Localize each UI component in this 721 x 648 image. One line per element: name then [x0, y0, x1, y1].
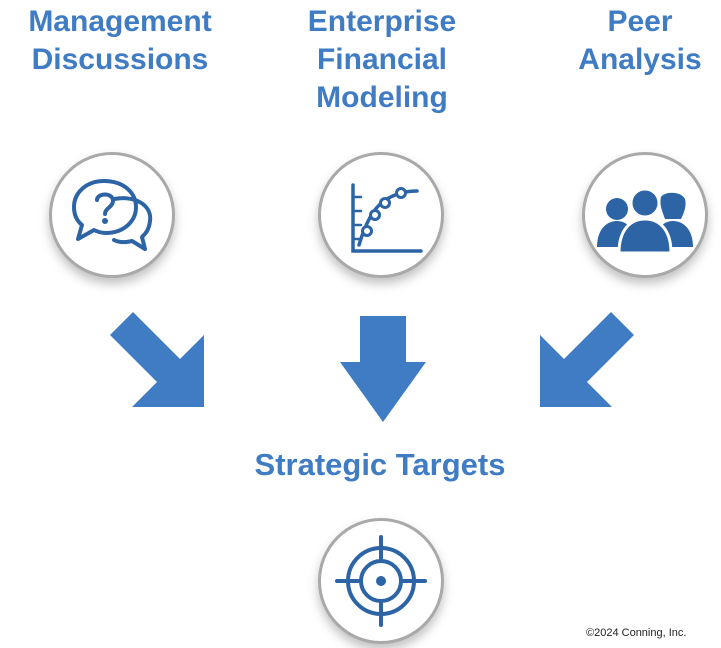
peer-analysis-icon-circle	[582, 152, 708, 278]
management-discussions-heading: Management Discussions	[0, 3, 240, 79]
curve-chart-icon	[351, 183, 423, 253]
heading-line: Modeling	[316, 81, 448, 114]
arrow-down-right-icon	[110, 312, 210, 412]
heading-line: Peer	[607, 5, 673, 38]
heading-line: Management	[28, 5, 212, 38]
heading-line: Enterprise	[307, 5, 457, 38]
enterprise-financial-modeling-heading: Enterprise Financial Modeling	[262, 3, 502, 117]
strategic-targets-icon-circle	[318, 518, 444, 644]
management-discussions-icon-circle	[49, 152, 175, 278]
heading-line: Analysis	[578, 43, 702, 76]
heading-line: Financial	[316, 43, 448, 76]
copyright-text: ©2024 Conning, Inc.	[586, 627, 687, 639]
heading-line: Discussions	[31, 43, 209, 76]
arrow-down-icon	[338, 316, 428, 424]
speech-bubbles-question-icon	[72, 179, 153, 251]
strategic-targets-heading: Strategic Targets	[254, 447, 506, 482]
peer-analysis-heading: Peer Analysis	[530, 3, 721, 79]
enterprise-financial-modeling-icon-circle	[318, 152, 444, 278]
crosshair-target-icon	[335, 535, 427, 627]
people-group-icon	[597, 187, 693, 255]
arrow-down-left-icon	[534, 312, 634, 412]
